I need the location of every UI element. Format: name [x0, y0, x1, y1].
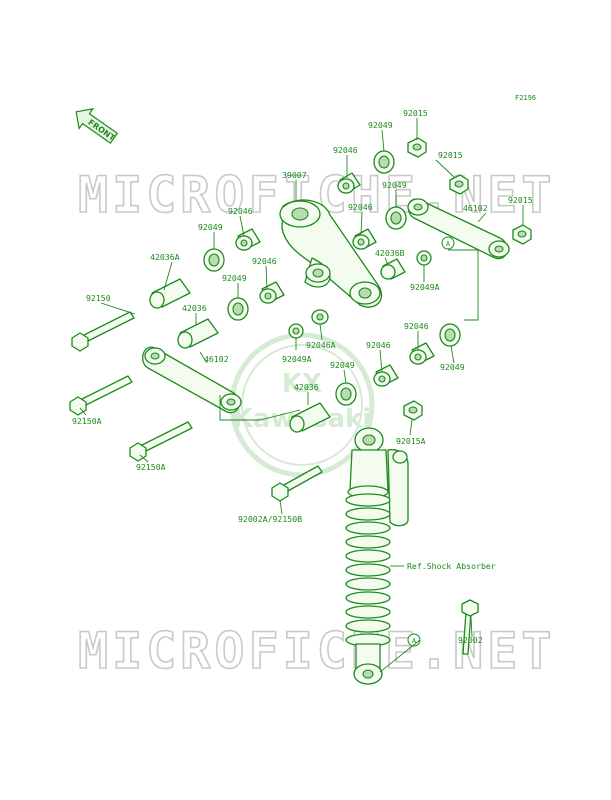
label-92150A-lower: 92150A [136, 462, 166, 472]
bolt-92150 [71, 311, 135, 352]
label-46102-upper: 46102 [463, 203, 488, 213]
sleeve-42036-lower [289, 402, 331, 433]
label-92046A: 92046A [306, 340, 336, 350]
label-42036A: 42036A [150, 252, 180, 262]
shock-spring [345, 493, 391, 647]
label-92015-top: 92015 [403, 108, 428, 118]
label-92015-mid: 92015 [438, 150, 463, 160]
bolt-92150A-lower [129, 421, 193, 462]
sleeve-42036-upper [177, 318, 219, 349]
label-92049-right-lower: 92049 [440, 362, 465, 372]
sleeve-42036B [380, 258, 406, 280]
bearing-92046-lower [373, 364, 399, 387]
figure-code: F2196 [515, 94, 536, 102]
collar-92049-right-lower [439, 323, 461, 347]
label-92046-center: 92046 [252, 256, 277, 266]
bolt-92002A-92150B [271, 465, 323, 502]
nut-92015-top [407, 137, 427, 158]
label-42036-upper: 42036 [182, 303, 207, 313]
label-46102-lower: 46102 [204, 354, 229, 364]
nut-92015-mid [449, 174, 469, 195]
bearing-92046-mid [352, 228, 377, 250]
watermark-bottom: MICROFICHE.NET [78, 622, 555, 680]
bearing-92046-top [337, 172, 361, 194]
label-92049-mid: 92049 [382, 180, 407, 190]
nut-92015-right [512, 224, 532, 245]
label-92049-lower: 92049 [330, 360, 355, 370]
label-39007: 39007 [282, 170, 307, 180]
tie-rod-46102-lower [142, 346, 242, 414]
svg-text:A: A [412, 637, 417, 645]
label-92015-right: 92015 [508, 195, 533, 205]
label-42036-lower: 42036 [294, 382, 319, 392]
collar-92049A-right [416, 250, 432, 266]
label-92046-mid: 92046 [348, 202, 373, 212]
collar-92049-top [373, 150, 395, 174]
leader-lines [79, 118, 524, 673]
label-92046-left: 92046 [228, 206, 253, 216]
label-42036B: 42036B [375, 248, 405, 258]
label-92002A-92150B: 92002A/92150B [238, 514, 302, 524]
label-92015A: 92015A [396, 436, 426, 446]
svg-text:A: A [446, 240, 451, 248]
front-arrow-icon: FRONT [75, 108, 119, 144]
label-ref-shock-absorber: Ref.Shock Absorber [407, 561, 496, 571]
tie-rod-46102-upper [407, 198, 510, 260]
label-92046-lower: 92046 [366, 340, 391, 350]
label-92150A-upper: 92150A [72, 416, 102, 426]
collar-92049-mid [385, 206, 407, 230]
logo-letters: KX [282, 369, 322, 399]
collar-92049-lower [335, 382, 357, 406]
label-92049-left: 92049 [198, 222, 223, 232]
shock-absorber [345, 427, 409, 685]
label-92049-center: 92049 [222, 273, 247, 283]
label-92046-top: 92046 [333, 145, 358, 155]
label-92049A-right: 92049A [410, 282, 440, 292]
bolt-92150A-upper [69, 375, 133, 416]
collar-92049-center [227, 297, 249, 321]
nut-92015A [403, 400, 423, 421]
sleeve-42036A [149, 278, 191, 309]
callout-a-lower: A [407, 633, 421, 647]
label-92046-right-lower: 92046 [404, 321, 429, 331]
part-labels: 92015 92049 92046 92015 39007 92049 9201… [72, 108, 533, 645]
rocker-arm-39007 [279, 199, 383, 308]
bearing-92046-center [259, 281, 285, 304]
label-92049A-center: 92049A [282, 354, 312, 364]
collar-92049-left [203, 248, 225, 272]
callout-a-upper: A [441, 236, 455, 250]
collar-92049A-center [288, 323, 304, 339]
label-92049-top: 92049 [368, 120, 393, 130]
bearing-92046-right-lower [409, 342, 435, 365]
label-92002: 92002 [458, 635, 483, 645]
label-92150: 92150 [86, 293, 111, 303]
bearing-92046-left [235, 228, 261, 251]
bolt-92002 [461, 599, 479, 655]
bearing-92046A [311, 309, 329, 325]
